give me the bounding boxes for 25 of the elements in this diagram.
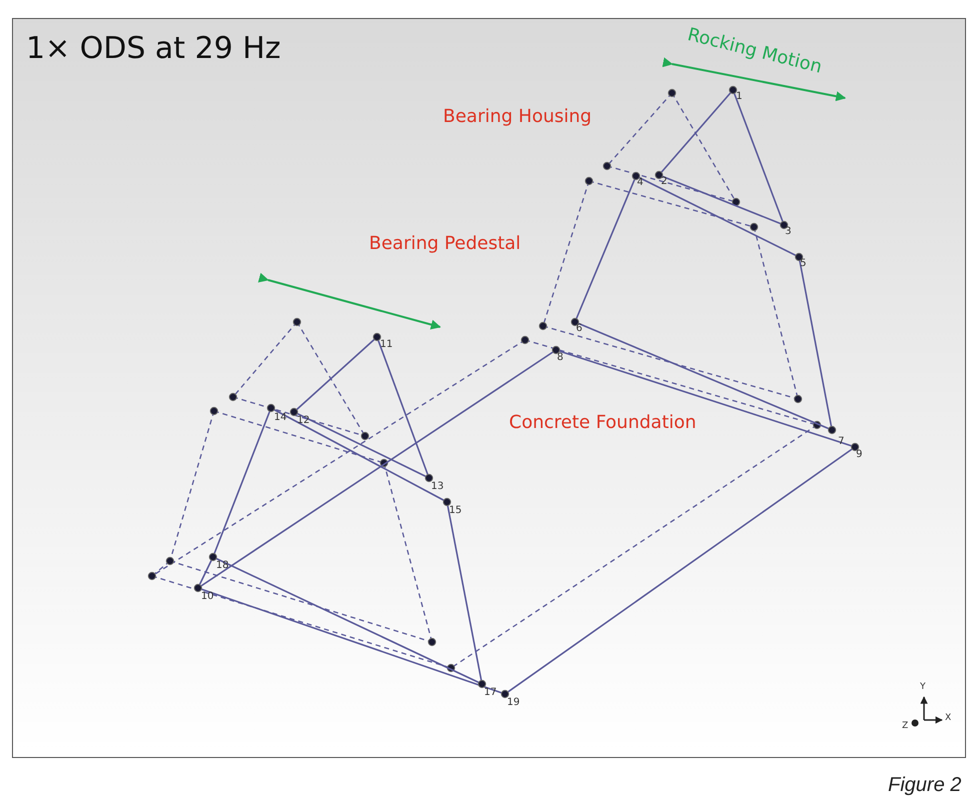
point-number: 5: [800, 259, 806, 269]
point-number: 15: [449, 506, 462, 516]
point-number: 17: [484, 688, 497, 698]
point-number: 3: [785, 227, 792, 237]
point-number: 18: [216, 561, 229, 571]
point-number: 13: [431, 482, 444, 492]
point-number: 10: [201, 592, 214, 602]
point-number: 19: [507, 698, 520, 708]
chart-title: 1× ODS at 29 Hz: [26, 34, 281, 64]
point-number: 9: [856, 450, 862, 460]
point-number: 1: [736, 92, 742, 102]
point-number: 6: [576, 324, 582, 334]
axis-label: X: [945, 714, 952, 723]
part-label: Concrete Foundation: [509, 414, 696, 432]
part-label: Bearing Pedestal: [369, 235, 521, 253]
axis-label: Z: [902, 722, 908, 731]
point-number: 2: [661, 177, 668, 187]
point-number: 11: [380, 340, 393, 350]
figure-caption: Figure 2: [888, 775, 962, 795]
point-number: 14: [274, 413, 287, 423]
point-number: 12: [297, 416, 310, 426]
point-number: 4: [637, 178, 644, 188]
point-number: 8: [557, 353, 564, 363]
part-label: Bearing Housing: [443, 108, 592, 126]
axis-label: Y: [920, 683, 926, 692]
